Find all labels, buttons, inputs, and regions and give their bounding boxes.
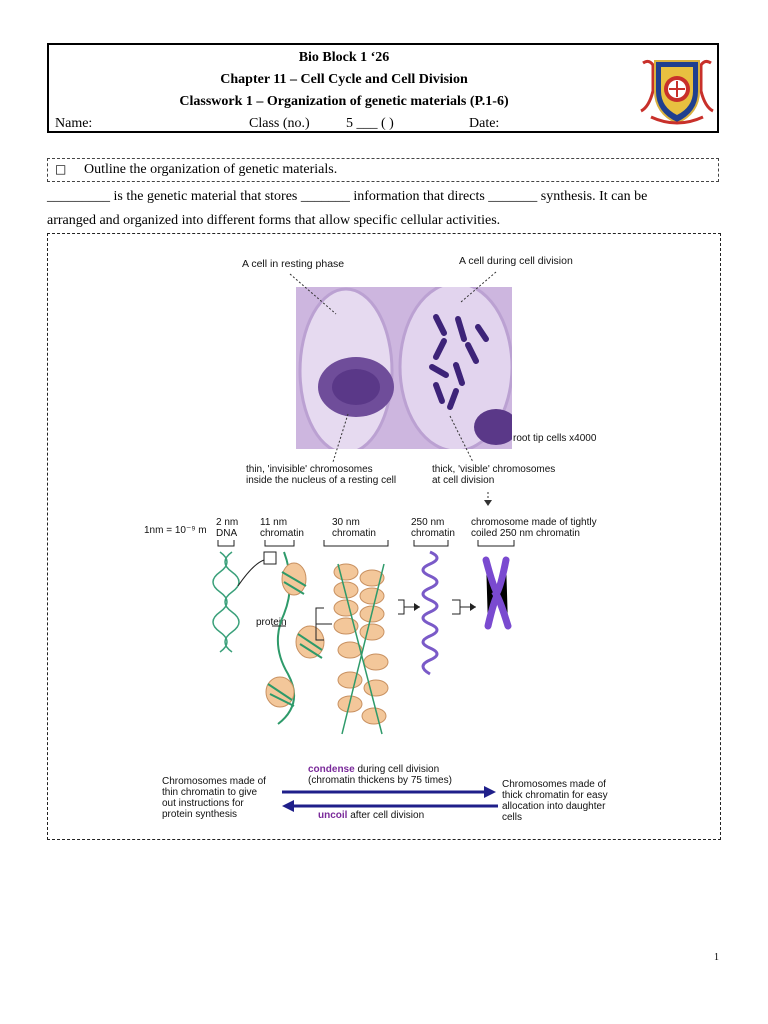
condense-arrowhead (484, 786, 496, 798)
paragraph-line-2: arranged and organized into different fo… (47, 209, 719, 233)
figure-box: A cell in resting phase A cell during ce… (47, 233, 721, 840)
checkbox-icon: □ (55, 162, 66, 176)
paragraph-line-1: _________ is the genetic material that s… (47, 185, 719, 209)
class-label: Class (no.) (249, 116, 310, 132)
uncoil-arrowhead (282, 800, 294, 812)
name-label: Name: (55, 116, 92, 132)
class-value: 5 ___ ( ) (346, 116, 394, 132)
chapter-title: Chapter 11 – Cell Cycle and Cell Divisio… (49, 72, 639, 88)
classwork-title: Classwork 1 – Organization of genetic ma… (49, 94, 639, 110)
objective-text: Outline the organization of genetic mate… (84, 162, 337, 178)
objective-box: □ Outline the organization of genetic ma… (47, 158, 719, 182)
page-number: 1 (714, 952, 719, 963)
course-title: Bio Block 1 ‘26 (49, 50, 639, 66)
process-arrows (48, 234, 720, 839)
date-label: Date: (469, 116, 499, 132)
header-box: Bio Block 1 ‘26 Chapter 11 – Cell Cycle … (47, 43, 719, 133)
school-crest-logo (639, 51, 715, 127)
